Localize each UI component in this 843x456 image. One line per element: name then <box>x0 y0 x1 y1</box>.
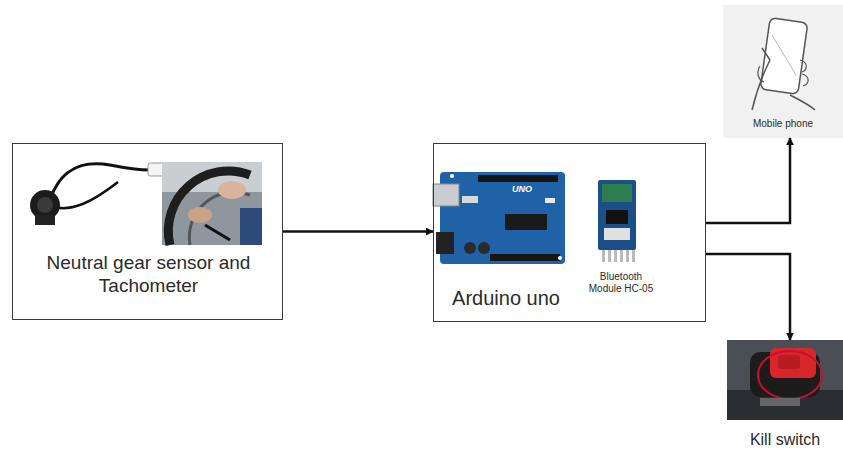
node-title: Arduino uno <box>440 286 572 310</box>
board-marking: UNO <box>512 184 532 194</box>
phone-sketch <box>723 5 843 138</box>
kill-switch-node: Kill switch <box>727 340 843 453</box>
arduino-board <box>433 172 565 264</box>
input-box: Neutral gear sensor and Tachometer <box>12 143 283 320</box>
sensor-picture <box>30 163 166 225</box>
node-caption: Bluetooth Module HC-05 <box>588 271 654 295</box>
connector-arrow <box>706 138 790 223</box>
bluetooth-module <box>598 180 636 262</box>
phone-node: Mobile phone <box>723 5 843 138</box>
kill-switch-photo <box>727 340 843 420</box>
connector-arrow <box>283 230 433 233</box>
node-title: Neutral gear sensor and Tachometer <box>23 252 274 298</box>
node-title: Mobile phone <box>727 118 839 130</box>
connector-arrow <box>706 254 790 340</box>
controller-box: Arduino uno Bluetooth Module HC-05 <box>433 143 706 322</box>
node-title: Kill switch <box>729 430 841 449</box>
tachometer-photo <box>162 162 262 245</box>
